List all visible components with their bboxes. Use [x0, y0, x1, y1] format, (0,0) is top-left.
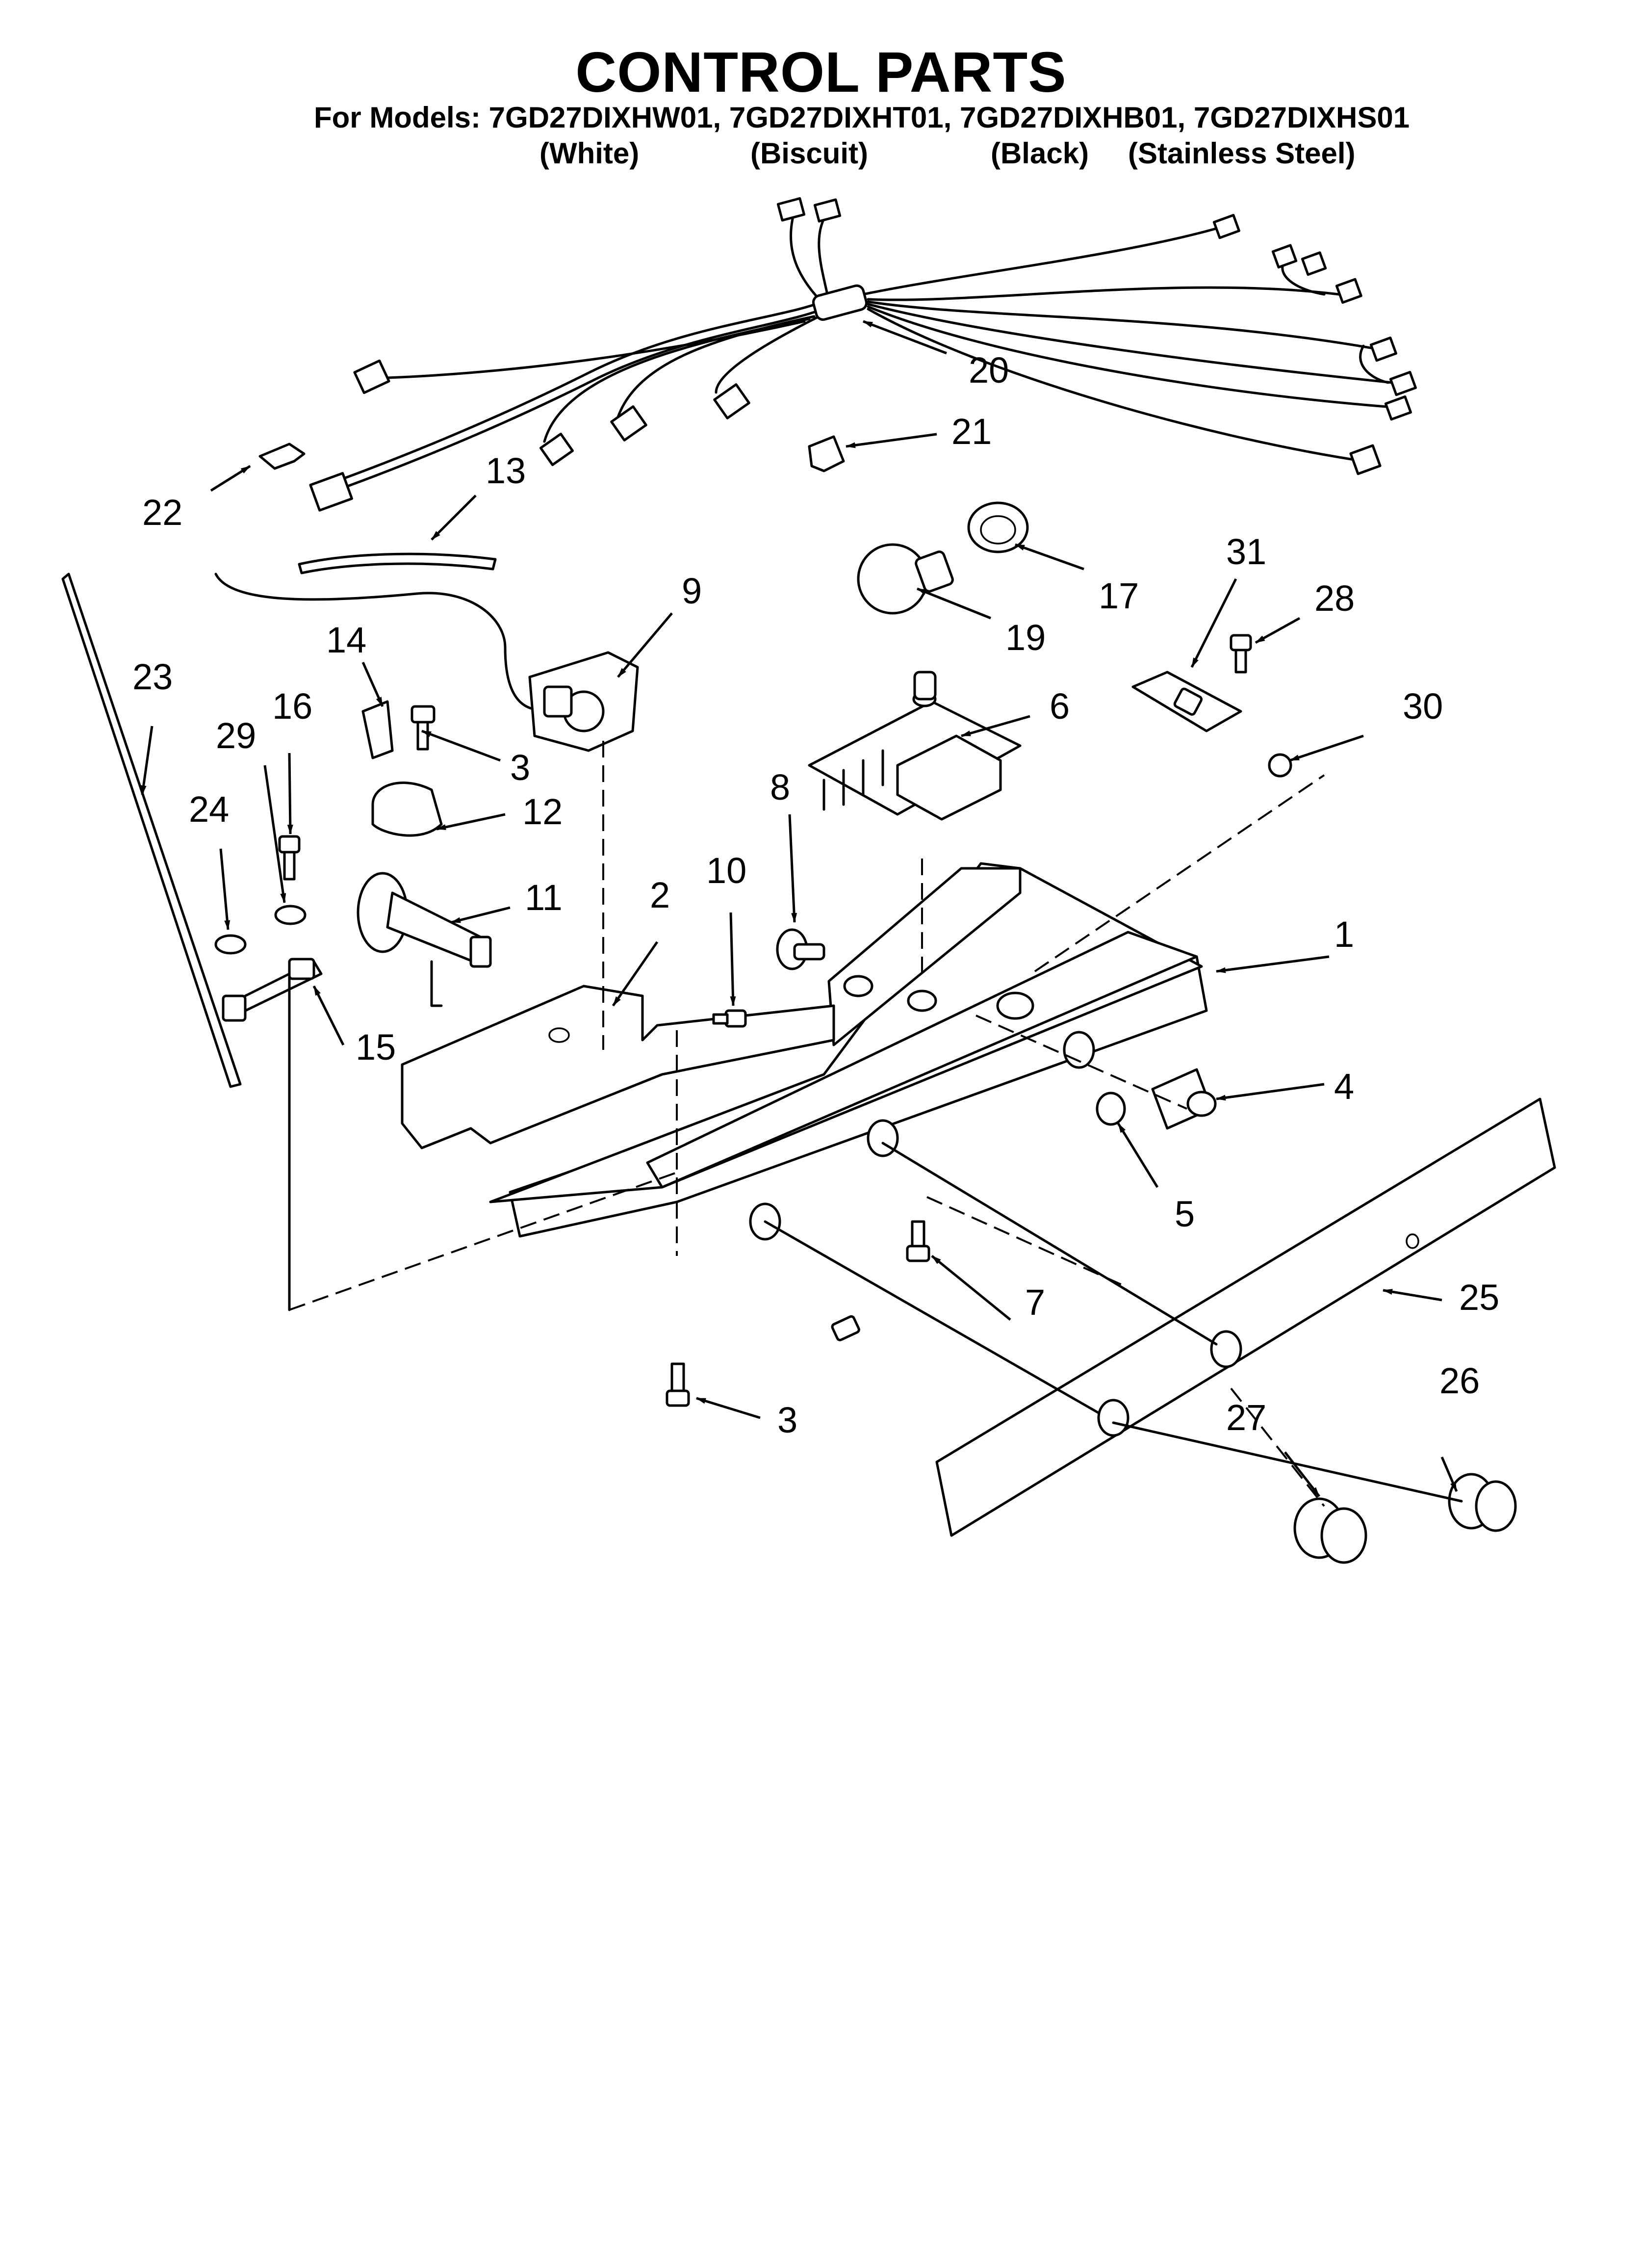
- callout-24: 24: [189, 789, 229, 830]
- leader-arrows: [140, 320, 1458, 1497]
- wire-harness: [309, 197, 1417, 512]
- callout-3b: 3: [777, 1400, 797, 1440]
- callout-15: 15: [356, 1027, 396, 1068]
- control-board: [808, 671, 1022, 821]
- screw-28: [1230, 634, 1252, 674]
- callout-12: 12: [522, 791, 563, 832]
- variant-biscuit: (Biscuit): [750, 137, 868, 170]
- callout-11: 11: [525, 877, 563, 918]
- callout-8: 8: [770, 767, 790, 808]
- callout-19: 19: [1005, 617, 1046, 658]
- screw-3-bottom: [666, 1362, 690, 1407]
- callout-labels: 1 2 3 3 4 5 6 7 8 9 10 11 12 13 14 15 16…: [132, 350, 1499, 1440]
- models-line: For Models: 7GD27DIXHW01, 7GD27DIXHT01, …: [314, 101, 1410, 134]
- insulation-tube: [298, 552, 497, 574]
- wire-shield: [361, 700, 394, 759]
- plunger-5: [1096, 1092, 1126, 1126]
- screw-16: [278, 835, 301, 881]
- control-bracket: [401, 985, 835, 1149]
- callout-10: 10: [706, 850, 746, 891]
- callout-16: 16: [272, 686, 312, 727]
- cable-clamp: [371, 782, 443, 837]
- cold-control: [528, 651, 639, 752]
- lamp-socket: [967, 501, 1029, 553]
- lamp-socket-clip: [808, 435, 845, 472]
- callout-1: 1: [1334, 914, 1354, 955]
- callout-6: 6: [1050, 686, 1070, 727]
- control-housing: [489, 862, 1208, 1241]
- callout-7: 7: [1025, 1282, 1045, 1323]
- callout-30: 30: [1403, 686, 1443, 727]
- callout-31: 31: [1226, 531, 1266, 572]
- screw-3-lower: [831, 1315, 860, 1341]
- washer-29: [274, 905, 307, 925]
- callout-3a: 3: [510, 747, 530, 788]
- callout-20: 20: [969, 350, 1009, 391]
- dispenser-board: [1131, 671, 1242, 732]
- screw-7: [906, 1220, 930, 1262]
- control-panel: [935, 1097, 1556, 1537]
- callout-29: 29: [216, 715, 256, 756]
- callout-13: 13: [486, 450, 526, 491]
- callout-26: 26: [1439, 1360, 1480, 1401]
- knob-part-8: [776, 928, 825, 970]
- light-switch: [1151, 1068, 1217, 1130]
- knob-26: [1448, 1473, 1517, 1532]
- screw-10: [712, 1009, 747, 1028]
- page-title: CONTROL PARTS: [575, 40, 1067, 104]
- callout-5: 5: [1175, 1194, 1195, 1234]
- callout-9: 9: [682, 571, 702, 611]
- callout-2: 2: [650, 875, 670, 915]
- callout-23: 23: [132, 656, 173, 697]
- callout-27: 27: [1226, 1397, 1266, 1438]
- callout-14: 14: [326, 620, 366, 660]
- callout-21: 21: [951, 411, 992, 452]
- variant-black: (Black): [991, 137, 1089, 170]
- grommet-30: [1268, 753, 1292, 778]
- freezer-control: [357, 872, 492, 968]
- variant-stainless-steel: (Stainless Steel): [1128, 137, 1356, 170]
- callout-4: 4: [1334, 1066, 1354, 1107]
- alignment-lines: [288, 741, 1463, 1507]
- light-bulb: [857, 543, 954, 615]
- washer-24: [214, 934, 247, 955]
- wire-clip: [258, 443, 306, 470]
- control-rod: [61, 573, 242, 1088]
- callout-17: 17: [1099, 575, 1139, 616]
- capillary-tube: [214, 573, 561, 711]
- callout-28: 28: [1314, 578, 1355, 619]
- control-arm: [222, 958, 323, 1022]
- callout-25: 25: [1459, 1277, 1499, 1318]
- screw-3-upper: [410, 705, 436, 751]
- variant-white: (White): [539, 137, 640, 170]
- knob-27: [1293, 1497, 1367, 1564]
- callout-22: 22: [142, 492, 182, 533]
